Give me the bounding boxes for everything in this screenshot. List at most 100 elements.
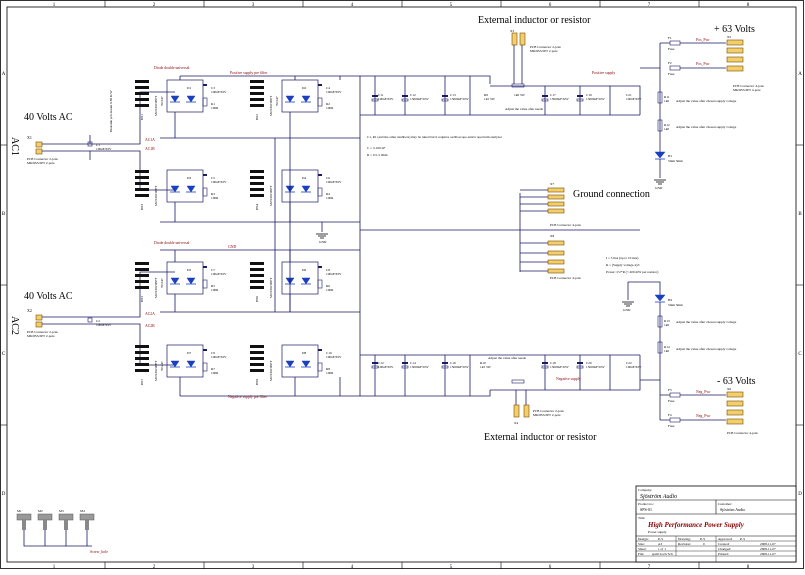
row-label-b: B <box>2 212 6 217</box>
r7-value: 100R <box>211 371 219 375</box>
m4-ref: M4 <box>80 509 85 513</box>
rectifier-block-1: HS1 MOS3015BFT TO247 D1 C3 100nF/63V R1 … <box>135 79 227 120</box>
r11-value: 1k0 <box>664 99 669 103</box>
tb-size: A3 <box>658 542 662 546</box>
r6-ref: R6 <box>326 284 330 288</box>
rectifier-block-2: HS2 MOS3015BFT TO247 D2 C4 100nF/63V R2 … <box>250 79 342 120</box>
d3-ref: D3 <box>187 176 191 180</box>
c12-ref: C12 <box>410 93 416 97</box>
tb-created: 2008-11-07 <box>760 542 776 546</box>
gnd-h1-label: GND <box>655 186 663 190</box>
row-label-a-right: A <box>798 72 802 77</box>
x3-desc: PCB Connector 2-pole <box>530 45 561 49</box>
col-label-1-bottom: 1 <box>53 565 56 570</box>
neg-voltage-label: - 63 Volts <box>717 376 756 387</box>
frame-inner <box>6 6 797 563</box>
c20-value: 15000uF/63V <box>586 365 605 369</box>
x2-pin-1 <box>35 314 43 321</box>
neg-pre-filter-label: Negative supply pre filter <box>228 395 268 399</box>
f2-label: Fuse <box>668 72 675 76</box>
gnd-h2-label: GND <box>623 308 631 312</box>
fuse-f3 <box>669 392 681 398</box>
tb-changed: 2008-11-07 <box>760 547 776 551</box>
m3-ref: M3 <box>59 509 64 513</box>
r10-value: 1k0 3W <box>514 93 526 97</box>
hs1-ref: HS1 <box>140 114 144 120</box>
tb-company-label: Company: <box>638 488 652 492</box>
r10-value-b: 1k5 3W <box>480 365 492 369</box>
c8-value: 100nF/63V <box>326 272 342 276</box>
mosfet-label: MOS3015BFT <box>269 95 273 116</box>
c22-ref: C22 <box>626 361 632 365</box>
filter-caps-bottom: C12 100nF/63V C14 15000uF/63V C16 15000u… <box>371 355 642 396</box>
c9-ref: C9 <box>211 351 215 355</box>
connector-x4: X4 PCB Connector 2-pole MKDS3/2PT 2-pole <box>513 390 564 425</box>
c12b-value: 100nF/63V <box>378 365 394 369</box>
c6-value: 100nF/63V <box>326 180 342 184</box>
rectifier-block-4: HS4 MOS3015BFT D4 C6 100nF/63V R4 100R <box>250 169 342 210</box>
fuse-f2 <box>669 65 681 71</box>
r13-ref: R13 <box>664 319 670 323</box>
r14-ref: R14 <box>664 345 670 349</box>
x5-desc: PCB Connector 4-pole <box>733 84 764 88</box>
ac2-voltage-label: 40 Volts AC <box>24 291 73 302</box>
ac2-vertical-label: AC2 <box>9 316 20 335</box>
tb-drawing: P..S <box>700 537 705 541</box>
led-resistor-note: R = (Supply voltage-2)/I <box>606 263 640 267</box>
c8-ref: C8 <box>326 268 330 272</box>
x3-pin-1 <box>511 32 518 46</box>
rectifier-block-8: HS8 MOS3015BFT D8 C10 100nF/63V R8 100R <box>250 344 342 385</box>
c22-value: 100nF/63V <box>626 365 642 369</box>
pos-pwr-label-2: Pos_Pwr <box>696 62 710 66</box>
heatsink-label: Heatsink pcb mount 0.88 K/W <box>109 90 113 132</box>
x4-pin-2 <box>523 404 530 418</box>
m2-ref: M2 <box>38 509 43 513</box>
r12-ref: R12 <box>664 123 670 127</box>
rectifier-block-3: HS3 MOS3015BFT D3 C5 100nF/63V R3 100R <box>135 169 227 210</box>
x3-pin-2 <box>519 32 526 46</box>
mosfet-label: MOS3015BFT <box>154 360 158 381</box>
ground-connection-label: Ground connection <box>573 189 650 200</box>
mosfet-label: MOS3015BFT <box>269 277 273 298</box>
r10-ref: R10 <box>480 361 486 365</box>
x1-desc: PCB Connector 2-pole <box>27 157 58 161</box>
r11-ref: R11 <box>664 95 670 99</box>
c17-ref: C17 <box>550 93 556 97</box>
c18-ref: C18 <box>550 361 556 365</box>
diode-universal-top-label: Diode double universal <box>154 66 189 70</box>
col-label-3-bottom: 3 <box>252 565 255 570</box>
screw-holes: M1 M2 M3 M4 Screw_hole <box>16 509 108 554</box>
c11-value: 100nF/63V <box>378 97 394 101</box>
f1-ref: F1 <box>668 36 672 40</box>
rectifier-block-5: HS5 MOS3015BFT TO247 D5 C7 100nF/63V R5 … <box>135 261 227 302</box>
r7-ref: R7 <box>211 367 215 371</box>
x4-desc-2: MKDS3/2PT 2-pole <box>533 413 561 417</box>
fuse-f4 <box>669 417 681 423</box>
adjust-voltage-r12: Adjust the value after chosen supply vol… <box>676 125 737 129</box>
neg-supply-label: Negative supply <box>556 377 581 381</box>
ac1a-label: AC1A <box>145 138 155 142</box>
positive-output: F1 Fuse F2 Fuse Pos_Pwr Pos_Pwr X5 PCB C… <box>640 35 764 190</box>
c13-value: 15000uF/63V <box>450 97 469 101</box>
rectifier-block-7: HS7 MOS3015BFT TO247 D7 C9 100nF/63V R7 … <box>135 344 227 385</box>
col-label-4: 4 <box>351 3 354 8</box>
row-label-d: D <box>2 492 6 497</box>
c21-ref: C21 <box>626 93 632 97</box>
r9-ref: R9 <box>484 93 488 97</box>
adjust-voltage-r11: Adjust the value after chosen supply vol… <box>676 99 737 103</box>
tb-file-label: File: <box>638 552 644 556</box>
f3-ref: F3 <box>668 388 672 392</box>
c13-ref: C13 <box>450 93 456 97</box>
connector-x7: X7 PCB Connector 4-pole <box>519 182 581 230</box>
title-block: Company: Sjöström Audio Product no: SPS-… <box>635 485 797 563</box>
diode-universal-bottom-label: Diode double universal <box>154 241 189 245</box>
c6-ref: C6 <box>326 176 330 180</box>
bus-wiring: GND <box>160 75 640 397</box>
d7-ref: D7 <box>187 351 191 355</box>
x1-desc-2: MKDS3/2PT 2-pole <box>27 161 55 165</box>
r2-value: 100R <box>326 106 334 110</box>
c1-ref: C1 <box>96 143 100 147</box>
col-label-7-bottom: 7 <box>648 565 651 570</box>
